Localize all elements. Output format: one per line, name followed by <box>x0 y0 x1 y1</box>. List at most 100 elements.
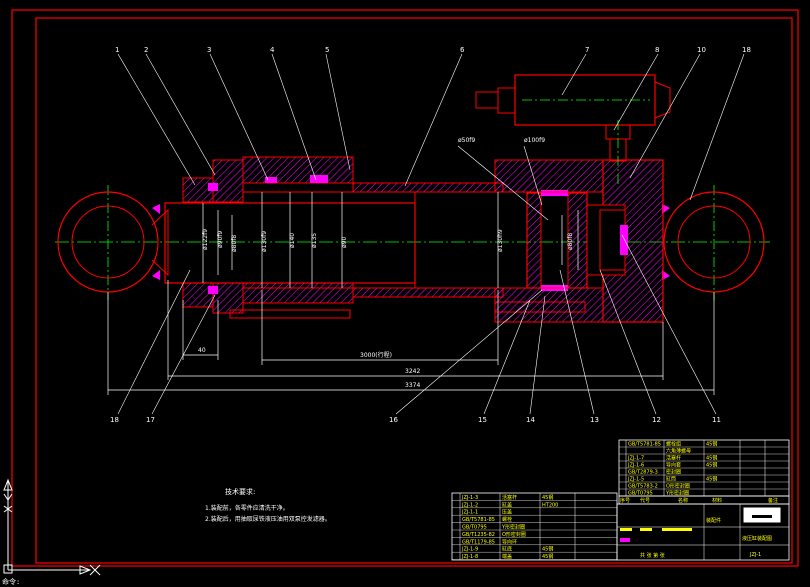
parts-list-cell: 45钢 <box>542 494 553 501</box>
parts-list-cell: HT200 <box>542 502 558 508</box>
tech-req-title: 技术要求: <box>225 487 255 496</box>
parts-list-cell: GB/T5783-2 <box>628 484 658 490</box>
col-material-upper: 材料 <box>712 497 722 504</box>
parts-list-cell: GB/T0795 <box>628 491 653 497</box>
command-prompt: 命令: <box>2 578 21 586</box>
sheet-count: 共 张 第 张 <box>640 552 665 559</box>
parts-list-cell: Y形密封圈 <box>665 490 689 497</box>
parts-list-cell: 活塞杆 <box>502 494 517 501</box>
dim-50: ø50f9 <box>458 137 475 144</box>
parts-list-cell: 45钢 <box>542 546 553 553</box>
drawing-name: 液压缸装配图 <box>742 535 772 542</box>
parts-list-cell: O形密封圈 <box>666 483 690 490</box>
part-number: 10 <box>697 46 706 54</box>
parts-list-cell: 导向套 <box>666 462 681 469</box>
parts-list-cell: 活塞杆 <box>666 455 681 462</box>
diameter-dimensions <box>202 192 579 288</box>
parts-list-cell: JZJ-1-5 <box>627 477 644 483</box>
parts-list-cell: GB/T2879-3 <box>628 470 658 476</box>
part-number: 4 <box>270 46 275 54</box>
dim-bore-135: ø135 <box>311 233 318 248</box>
tie-rod-front <box>229 309 351 319</box>
parts-list-cell: GB/T1235-82 <box>462 532 495 538</box>
dim-rod-groove: ø80f8 <box>231 235 238 252</box>
part-number: 18 <box>110 416 119 424</box>
title-block: 装配件 液压缸装配图 JZJ-1 共 张 第 张 <box>616 503 790 561</box>
assembly-label: 装配件 <box>706 517 721 524</box>
drawing-number: JZJ-1 <box>749 552 761 558</box>
command-line[interactable]: 命令: <box>0 578 810 586</box>
dim-length-3374: 3374 <box>405 382 420 389</box>
dim-stroke: 3000(行程) <box>360 351 392 359</box>
parts-list-cell: 45钢 <box>706 462 717 469</box>
col-code-upper: 代号 <box>640 497 650 504</box>
parts-list-cell: 45钢 <box>706 455 717 462</box>
parts-list-cell: JZJ-1-6 <box>627 463 644 469</box>
dim-rod: ø90f9 <box>217 231 224 248</box>
parts-list-cell: GB/T0795 <box>462 525 487 531</box>
part-number: 6 <box>460 46 465 54</box>
col-name-upper: 名称 <box>678 497 688 504</box>
parts-list-cell: 45钢 <box>706 476 717 483</box>
parts-list-cell: O形密封圈 <box>502 531 526 538</box>
parts-list-cell: 密封圈 <box>666 469 681 476</box>
part-number: 13 <box>590 416 599 424</box>
part-number: 2 <box>144 46 148 54</box>
part-number: 7 <box>585 46 589 54</box>
parts-list-cell: JZJ-1-1 <box>461 510 478 516</box>
parts-list-cell: JZJ-1-9 <box>461 547 478 553</box>
parts-list-cell: 45钢 <box>706 441 717 448</box>
part-number: 11 <box>712 416 721 424</box>
parts-list-cell: 缸筒 <box>666 476 676 483</box>
outer-frame <box>11 9 799 567</box>
part-number: 5 <box>325 46 329 54</box>
parts-list-cell: 六角薄螺母 <box>666 448 691 455</box>
leader-lines <box>117 53 745 415</box>
part-number: 16 <box>389 416 398 424</box>
dim-bore-140: ø140 <box>289 233 296 248</box>
part-number: 1 <box>115 46 119 54</box>
length-dimensions <box>107 280 715 395</box>
parts-list-cell: 缸盖 <box>502 501 512 508</box>
cylinder-barrel <box>243 182 603 298</box>
parts-list-cell: GB/T1179-85 <box>462 539 495 545</box>
parts-list-cell: 端盖 <box>502 553 512 560</box>
dim-piston: ø90 <box>341 237 348 248</box>
tech-req-line-1: 1.装配前，各零件应清洗干净。 <box>205 504 289 512</box>
part-number: 18 <box>742 46 751 54</box>
part-number: 3 <box>207 46 211 54</box>
parts-list-cell: GB/T5781-85 <box>628 442 661 448</box>
tech-req-line-2: 2.装配后，用抽取尿铁液压油用双泵控发滤器。 <box>205 515 331 523</box>
inner-frame <box>35 17 793 564</box>
part-number: 17 <box>146 416 155 424</box>
parts-list-cell: 压盖 <box>502 509 512 516</box>
part-number: 14 <box>526 416 535 424</box>
parts-list-cell: JZJ-1-7 <box>627 456 644 462</box>
parts-list-cell: GB/T5781-85 <box>462 517 495 523</box>
col-no-upper: 序号 <box>620 497 630 504</box>
parts-list-cell: 缸底 <box>502 546 512 553</box>
dim-rod-seal: ø122f9 <box>202 229 209 250</box>
check-valve <box>475 74 671 185</box>
parts-list-cell: 45钢 <box>542 553 553 560</box>
parts-list-cell: JZJ-1-2 <box>461 502 478 508</box>
dim-130h9: ø130h9 <box>497 229 504 252</box>
parts-list-cell: JZJ-1-3 <box>461 495 478 501</box>
parts-list-cell: 螺栓 <box>502 516 512 523</box>
part-number: 8 <box>655 46 659 54</box>
dim-100: ø100f9 <box>524 137 545 144</box>
dim-groove: ø130f9 <box>261 231 268 252</box>
parts-list-cell: 螺栓组 <box>666 441 681 448</box>
parts-list-cell: Y形密封圈 <box>501 524 525 531</box>
ucs-icon <box>3 478 101 576</box>
parts-list-cell: 导向环 <box>502 538 517 545</box>
part-number: 12 <box>652 416 661 424</box>
dim-length-3242: 3242 <box>405 368 420 375</box>
dim-length-40: 40 <box>198 347 206 354</box>
parts-list-cell: JZJ-1-8 <box>461 554 478 560</box>
rear-end-cap <box>494 159 664 323</box>
dim-80: ø80f8 <box>567 233 574 250</box>
